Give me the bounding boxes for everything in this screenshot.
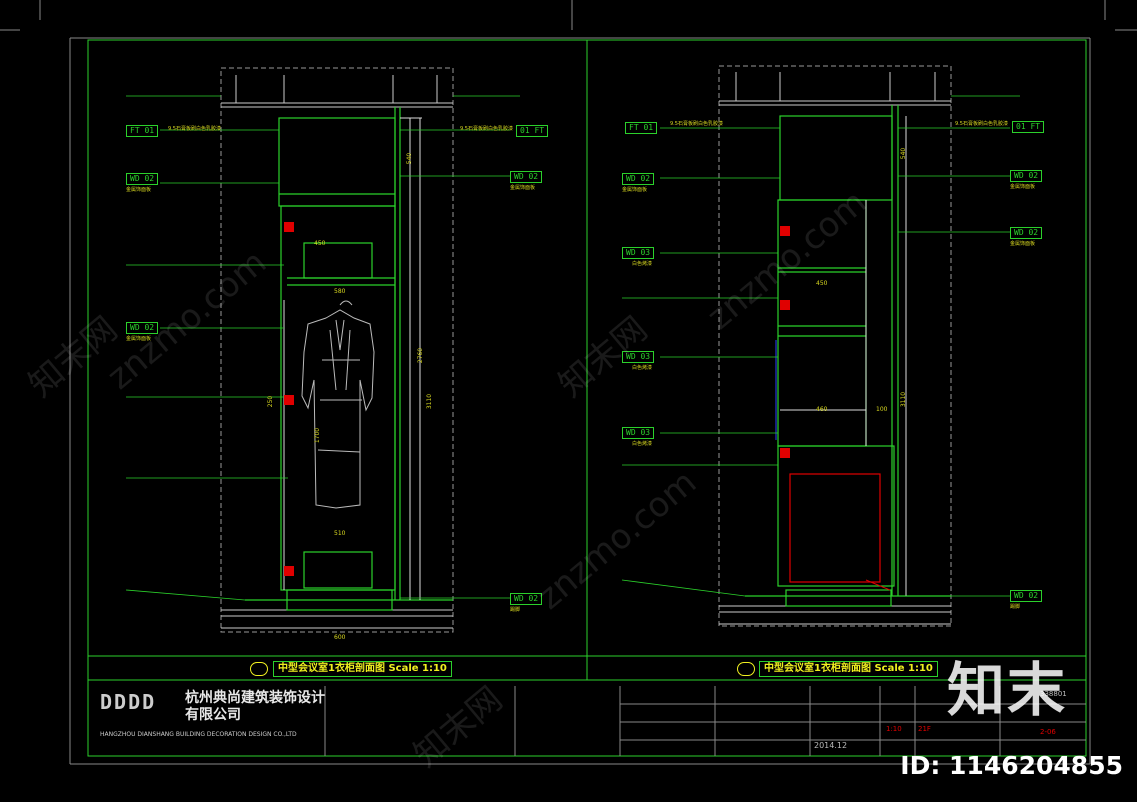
dimension: 540: [900, 147, 908, 160]
material-note: 白色烤漆: [632, 365, 653, 371]
company-name-en: HANGZHOU DIANSHANG BUILDING DECORATION D…: [100, 731, 297, 738]
image-id: ID: 1146204855: [900, 751, 1123, 780]
dimension: 600: [334, 634, 346, 641]
material-note: 金属饰面板: [126, 187, 152, 193]
sheet-ref: 2-06: [1040, 728, 1056, 736]
material-note: 白色烤漆: [632, 261, 653, 267]
dimension: 450: [816, 280, 828, 287]
material-tag: FT 01: [126, 125, 159, 137]
dimension: 100: [876, 406, 888, 413]
brand-watermark: 知末: [946, 656, 1067, 724]
view-symbol-icon: [250, 662, 268, 676]
dimension: 460: [816, 406, 828, 413]
material-note: 9.5石膏板刷白色乳胶漆: [670, 121, 723, 127]
material-tag: 01 FT: [1012, 121, 1045, 133]
dimension: 3110: [900, 391, 908, 408]
title-block: [324, 686, 1086, 756]
material-note: 白色烤漆: [632, 441, 653, 447]
material-note: 9.5石膏板刷白色乳胶漆: [460, 126, 513, 132]
material-tag: WD 02: [126, 322, 159, 334]
right-section-view: [621, 65, 1020, 627]
material-note: 金属饰面板: [1010, 241, 1036, 247]
coat-illustration: [301, 300, 375, 509]
drawing-border: [87, 39, 1087, 757]
dimension: 1700: [314, 427, 322, 444]
dimension: 2760: [417, 347, 425, 364]
dimension: 510: [334, 530, 346, 537]
dimension: 540: [406, 152, 414, 165]
material-tag: WD 02: [622, 173, 655, 185]
material-tag: WD 02: [510, 171, 543, 183]
material-tag: WD 03: [622, 247, 655, 259]
drawing-scale: 1:10: [886, 725, 902, 733]
material-note: 金属饰面板: [510, 185, 536, 191]
drawing-date: 2014.12: [814, 741, 848, 750]
red-markers: [284, 222, 294, 576]
dimension: 3110: [426, 393, 434, 410]
company-name: 杭州典尚建筑装饰设计有限公司: [185, 690, 325, 723]
material-tag: FT 01: [625, 122, 658, 134]
material-note: 踢脚: [1010, 604, 1021, 610]
left-section-view: [125, 67, 520, 633]
dimension: 580: [334, 288, 346, 295]
material-note: 金属饰面板: [1010, 184, 1036, 190]
floor-code: 21F: [918, 725, 931, 733]
dimension: 250: [267, 395, 275, 408]
material-note: 9.5石膏板刷白色乳胶漆: [168, 126, 221, 132]
material-tag: WD 02: [126, 173, 159, 185]
material-note: 金属饰面板: [126, 336, 152, 342]
material-tag: WD 02: [1010, 170, 1043, 182]
view-title: 中型会议室1衣柜剖面图 Scale 1:10: [273, 661, 452, 677]
material-note: 金属饰面板: [622, 187, 648, 193]
material-tag: 01 FT: [516, 125, 549, 137]
material-tag: WD 02: [510, 593, 543, 605]
material-note: 9.5石膏板刷白色乳胶漆: [955, 121, 1008, 127]
dimension: 450: [314, 240, 326, 247]
sheet-frame: [0, 0, 1137, 765]
material-tag: WD 02: [1010, 590, 1043, 602]
company-logo: DDDD: [100, 690, 157, 714]
material-tag: WD 03: [622, 427, 655, 439]
view-symbol-icon: [737, 662, 755, 676]
material-tag: WD 02: [1010, 227, 1043, 239]
view-title: 中型会议室1衣柜剖面图 Scale 1:10: [759, 661, 938, 677]
sheet-number: 338801: [1040, 690, 1067, 698]
material-tag: WD 03: [622, 351, 655, 363]
material-note: 踢脚: [510, 607, 521, 613]
